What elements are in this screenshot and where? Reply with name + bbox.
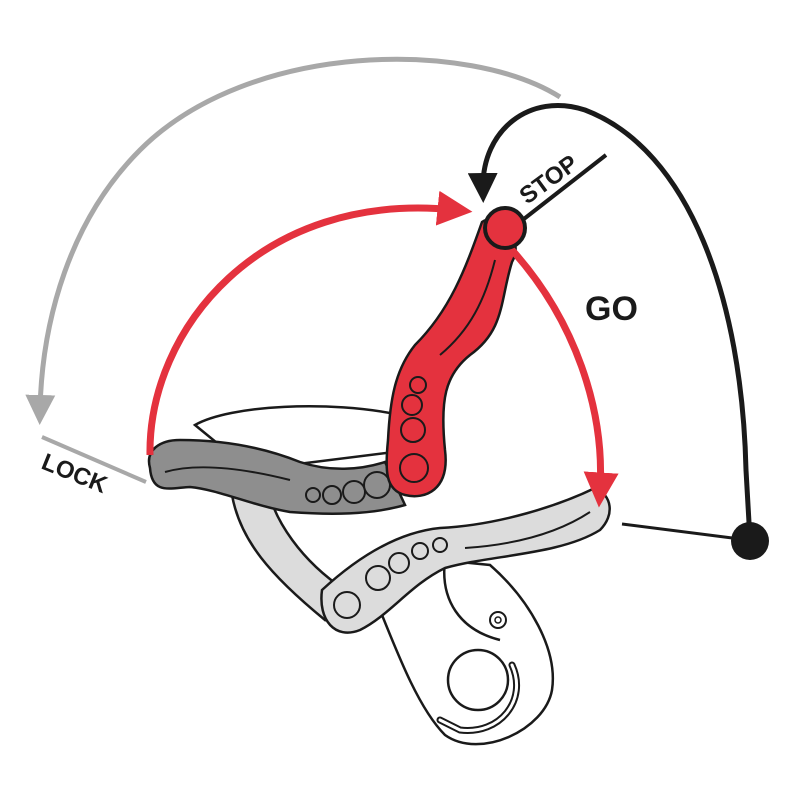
- handle-stop-position: [385, 218, 517, 498]
- handle-go-position: [320, 486, 611, 634]
- rope-anchor-dot: [731, 522, 769, 560]
- label-lock: LOCK: [38, 449, 112, 500]
- rope-line: [621, 522, 749, 542]
- screw-icon: [489, 611, 507, 629]
- label-go: GO: [585, 290, 638, 328]
- stop-arrow-arc: [467, 103, 753, 541]
- lock-arrow-arc: [25, 56, 562, 425]
- go-arrow-red-arc: [509, 247, 619, 508]
- stop-indicator-line: [518, 153, 608, 224]
- handle-pivot: [483, 206, 527, 250]
- stop-arrow-red-arc: [146, 190, 473, 456]
- handle-lock-position: [147, 438, 407, 515]
- lock-indicator-line: [41, 435, 147, 484]
